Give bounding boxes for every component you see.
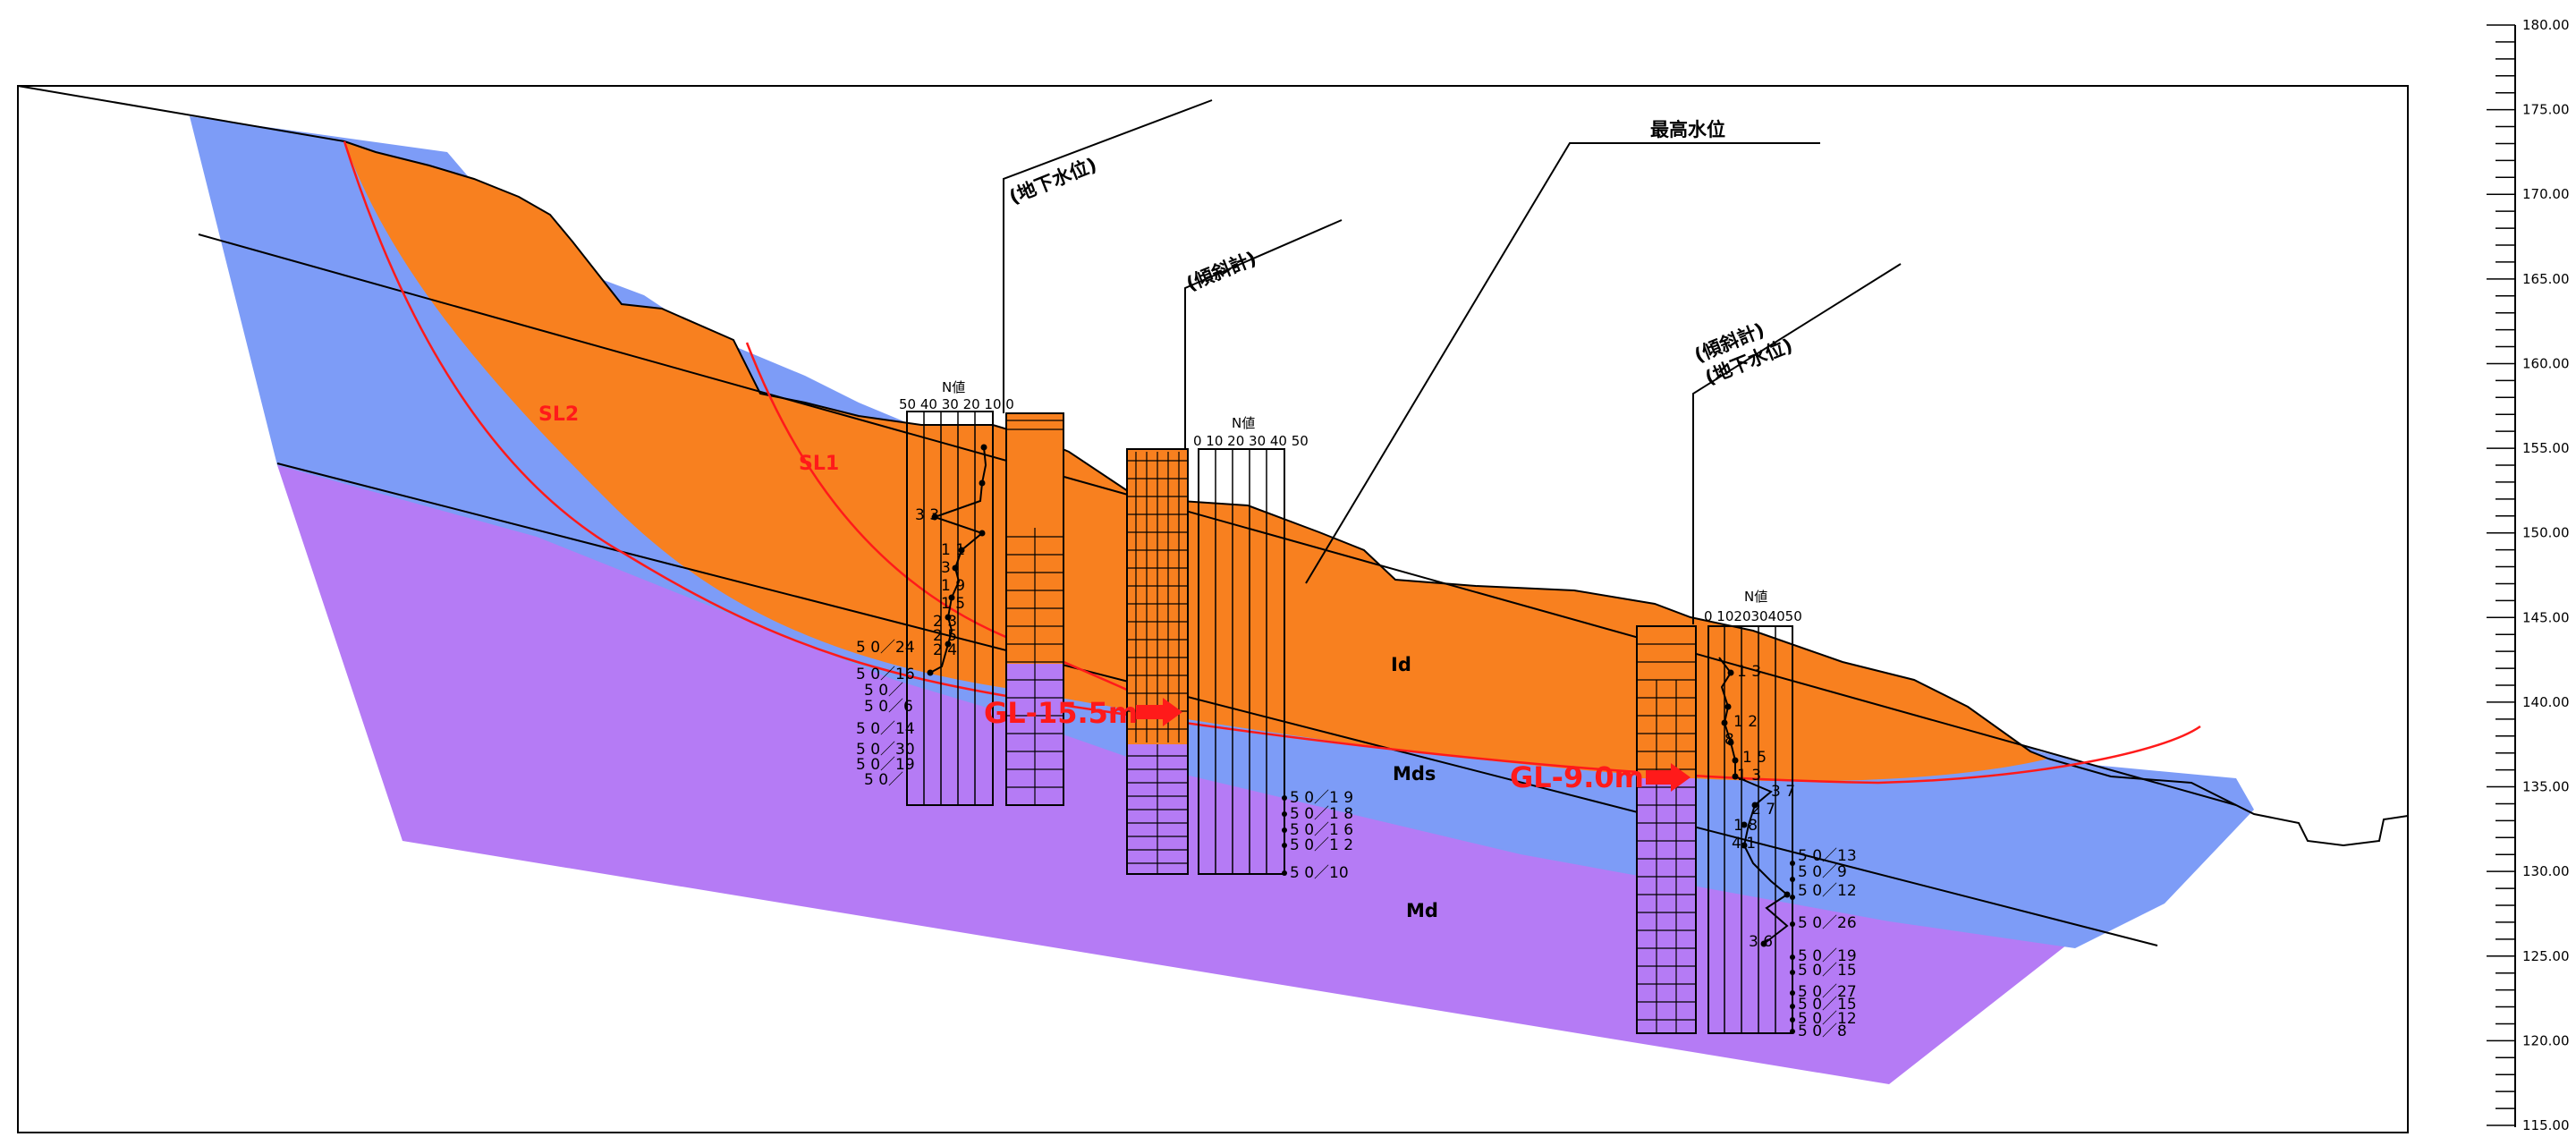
elevation-label: 155.00	[2522, 440, 2570, 456]
svg-text:3: 3	[941, 559, 951, 577]
elevation-label: 170.00	[2522, 186, 2570, 202]
bh1-n-header: N値	[942, 379, 965, 395]
svg-text:1 9: 1 9	[941, 577, 965, 595]
bh3-n-profile	[1718, 657, 1789, 945]
svg-text:1 1: 1 1	[941, 541, 965, 559]
depth-label-1: GL-15.5m	[984, 696, 1138, 730]
svg-text:5 0／1 2: 5 0／1 2	[1290, 836, 1353, 854]
elevation-label: 165.00	[2522, 271, 2570, 287]
bh3-n-axis: 0 1020304050	[1704, 608, 1802, 624]
svg-text:3 7: 3 7	[1771, 783, 1795, 801]
leader-inclinometer-2	[1692, 263, 1902, 624]
elevation-label: 145.00	[2522, 609, 2570, 625]
svg-text:5 0／12: 5 0／12	[1798, 1010, 1857, 1028]
label-groundwater-1: (地下水位)	[1006, 154, 1100, 208]
elevation-label: 120.00	[2522, 1032, 2570, 1048]
svg-text:2 3: 2 3	[933, 613, 957, 631]
svg-text:5 0／16: 5 0／16	[856, 666, 915, 683]
svg-text:5 0／14: 5 0／14	[856, 720, 915, 738]
elevation-label: 130.00	[2522, 863, 2570, 879]
svg-text:1 3: 1 3	[1737, 767, 1761, 785]
elevation-scale: 180.00 175.00 170.00 165.00 160.00 155.00 150.…	[2487, 17, 2570, 1133]
svg-text:3 3: 3 3	[915, 506, 939, 524]
svg-text:5 0／8: 5 0／8	[1798, 1022, 1847, 1040]
svg-text:5 0／30: 5 0／30	[856, 741, 915, 759]
svg-text:5 0／10: 5 0／10	[1290, 864, 1349, 882]
label-layer-mds: Mds	[1393, 763, 1436, 785]
label-inclinometer-1: (傾斜計)	[1183, 248, 1259, 295]
borehole-2: N値 0 10 20 30 40 50 5 0／1 9 5 0／1 8 5 0／…	[1126, 415, 1353, 882]
svg-text:5 0／15: 5 0／15	[1798, 962, 1857, 980]
svg-text:5 0／19: 5 0／19	[856, 756, 915, 774]
leader-inclinometer-1	[1184, 219, 1343, 449]
svg-text:4 1: 4 1	[1732, 835, 1756, 853]
bh2-n-axis: 0 10 20 30 40 50	[1193, 433, 1309, 449]
slip-line-sl2	[343, 140, 2201, 785]
svg-text:5 0／: 5 0／	[864, 682, 903, 700]
depth-label-2: GL-9.0m	[1510, 760, 1644, 794]
elevation-label: 160.00	[2522, 355, 2570, 371]
borehole-3: N値 0 1020304050 1 3 1 2 8 1 5 1 3 3 7 2 …	[1636, 589, 1857, 1040]
elevation-label: 115.00	[2522, 1117, 2570, 1133]
label-sl1: SL1	[799, 453, 839, 475]
elevation-label: 135.00	[2522, 779, 2570, 795]
svg-text:1 5: 1 5	[941, 595, 965, 613]
svg-text:5 0／: 5 0／	[864, 771, 903, 789]
svg-text:5 0／1 6: 5 0／1 6	[1290, 821, 1353, 839]
svg-text:5 0／26: 5 0／26	[1798, 914, 1857, 932]
svg-text:2 4: 2 4	[933, 641, 957, 659]
leader-max-water	[1305, 142, 1820, 584]
layer-id	[344, 141, 2048, 782]
svg-text:5 0／24: 5 0／24	[856, 639, 915, 657]
bh3-n-header: N値	[1744, 589, 1767, 605]
svg-text:1 2: 1 2	[1733, 713, 1758, 731]
bh1-n-grid	[906, 411, 994, 806]
elevation-label: 140.00	[2522, 694, 2570, 710]
svg-text:8: 8	[1724, 731, 1734, 749]
svg-text:5 0／9: 5 0／9	[1798, 863, 1847, 881]
svg-text:3 6: 3 6	[1749, 933, 1773, 951]
svg-text:5 0／1 8: 5 0／1 8	[1290, 805, 1353, 823]
elevation-label: 150.00	[2522, 525, 2570, 541]
svg-text:2 7: 2 7	[1751, 801, 1775, 819]
elevation-label: 180.00	[2522, 17, 2570, 33]
bh1-n-axis: 50 40 30 20 10 0	[899, 396, 1014, 412]
svg-text:5 0／6: 5 0／6	[864, 698, 913, 716]
svg-text:5 0／12: 5 0／12	[1798, 882, 1857, 900]
elevation-label: 125.00	[2522, 948, 2570, 964]
slip-line-sl1	[745, 342, 1164, 709]
bh3-n-grid	[1707, 625, 1793, 1034]
label-sl2: SL2	[538, 403, 579, 426]
depth-arrow-1	[1136, 698, 1182, 726]
svg-text:1 5: 1 5	[1742, 749, 1767, 767]
svg-text:1 3: 1 3	[1737, 663, 1761, 681]
svg-text:5 0／19: 5 0／19	[1798, 947, 1857, 965]
svg-text:5 0／27: 5 0／27	[1798, 983, 1857, 1001]
svg-text:5 0／1 9: 5 0／1 9	[1290, 789, 1353, 807]
bh2-n-header: N値	[1232, 415, 1255, 431]
svg-text:1 8: 1 8	[1733, 817, 1758, 835]
boundary-line-upper	[198, 233, 2237, 806]
label-layer-md: Md	[1406, 900, 1438, 921]
bh2-n-grid	[1198, 448, 1285, 875]
elevation-label: 175.00	[2522, 102, 2570, 118]
svg-text:2 5: 2 5	[933, 627, 957, 645]
boundary-line-lower	[276, 462, 2158, 946]
ground-surface	[17, 85, 2409, 847]
leader-groundwater-1	[1003, 99, 1213, 413]
label-layer-id: Id	[1391, 654, 1411, 675]
depth-arrow-2	[1646, 763, 1690, 792]
borehole-1: N値 50 40 30 20 10 0 3 3 1 1 3	[856, 379, 1064, 806]
svg-text:5 0／15: 5 0／15	[1798, 996, 1857, 1014]
svg-text:5 0／13: 5 0／13	[1798, 847, 1857, 865]
section-frame	[17, 85, 2409, 1133]
label-max-water: 最高水位	[1650, 119, 1725, 140]
